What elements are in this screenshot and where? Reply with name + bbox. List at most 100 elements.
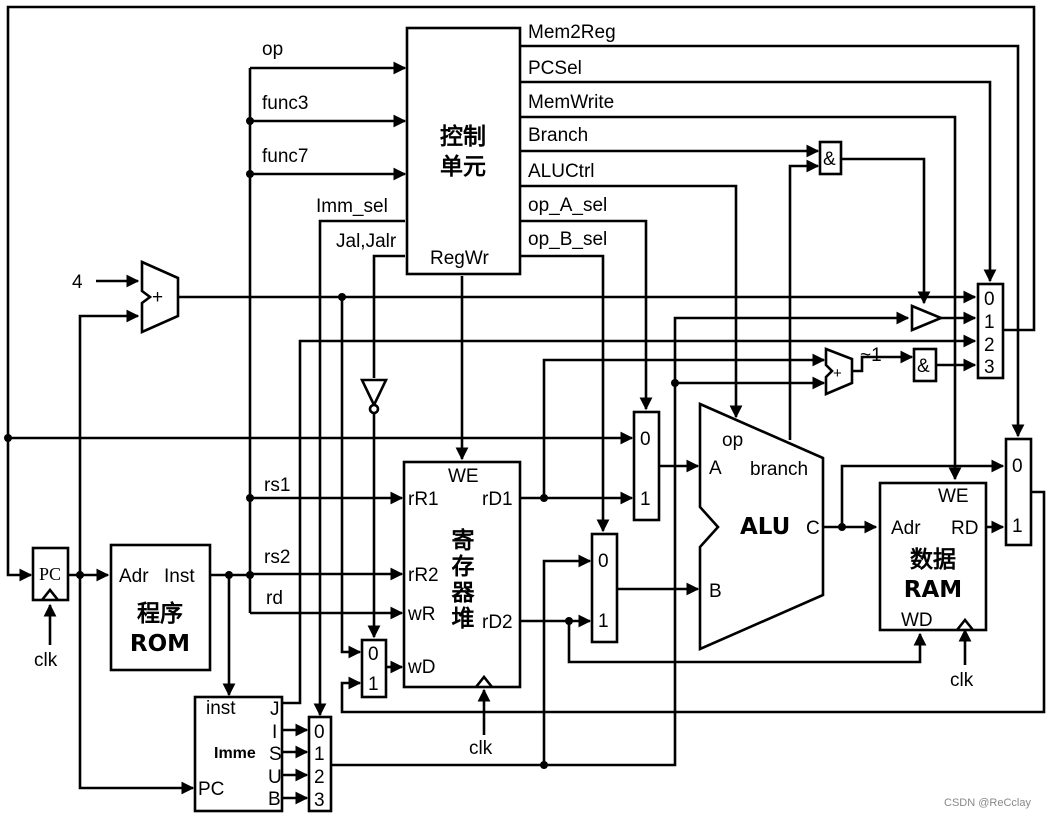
pc-sel-mux: 0 1 2 3 bbox=[976, 282, 1005, 380]
pc-to-imme-wire bbox=[78, 575, 195, 795]
imm-out-wire bbox=[331, 554, 592, 767]
jalr-and-gate: & bbox=[912, 347, 938, 383]
not1-label: ~1 bbox=[860, 345, 882, 366]
imme-title: Imme bbox=[214, 745, 256, 762]
jalr-add-out-wire bbox=[852, 350, 914, 373]
rf-rd1-label: rD1 bbox=[482, 489, 513, 510]
alu-a-label: A bbox=[709, 458, 722, 479]
control-output-labels: Mem2Reg PCSel MemWrite Branch ALUCtrl op… bbox=[262, 22, 616, 609]
jal-jalr-label: Jal,Jalr bbox=[336, 231, 397, 252]
mux-label: 0 bbox=[368, 644, 379, 665]
mux-label: 2 bbox=[984, 335, 995, 356]
jal-target-wire bbox=[282, 334, 977, 705]
program-rom: Adr Inst 程序 ROM bbox=[109, 543, 212, 672]
rom-adr-label: Adr bbox=[119, 566, 149, 587]
junction-dots bbox=[4, 117, 846, 769]
control-unit: 控制 单元 RegWr bbox=[405, 26, 522, 276]
imme-b-label: B bbox=[268, 789, 281, 810]
rf-title-4: 堆 bbox=[452, 606, 475, 632]
ram-wd-label: WD bbox=[901, 610, 933, 631]
control-unit-title-2: 单元 bbox=[440, 154, 486, 180]
control-unit-title-1: 控制 bbox=[440, 123, 486, 150]
memwrite-label: MemWrite bbox=[528, 92, 614, 113]
rs1-label: rs1 bbox=[264, 475, 290, 496]
ram-clk-label: clk bbox=[950, 670, 974, 691]
mem2reg-label: Mem2Reg bbox=[528, 22, 616, 43]
branch-and-gate: & bbox=[818, 140, 843, 176]
mux-label: 1 bbox=[598, 611, 609, 632]
ram-title-1: 数据 bbox=[910, 547, 956, 573]
rf-title-2: 存 bbox=[452, 553, 475, 580]
alu-b-label: B bbox=[709, 581, 722, 602]
imme-j-label: J bbox=[270, 699, 280, 720]
rf-we-label: WE bbox=[448, 466, 479, 487]
branch-buffer bbox=[910, 304, 945, 332]
mem2reg-wire bbox=[520, 44, 1025, 438]
func7-label: func7 bbox=[262, 146, 308, 167]
rf-rd2-label: rD2 bbox=[482, 612, 513, 633]
memwrite-wire bbox=[520, 115, 962, 481]
imme-inst-label: inst bbox=[206, 698, 236, 719]
pc-label: PC bbox=[39, 564, 61, 584]
mux-label: 2 bbox=[314, 767, 325, 788]
mux-label: 3 bbox=[314, 790, 325, 811]
mux-label: 0 bbox=[314, 722, 325, 743]
wd-mux: 0 1 bbox=[360, 638, 388, 699]
and-symbol: & bbox=[823, 149, 836, 170]
op-a-sel-wire bbox=[520, 219, 653, 411]
rd-label: rd bbox=[266, 588, 283, 609]
imme-u-label: U bbox=[268, 767, 282, 788]
op-a-sel-label: op_A_sel bbox=[528, 195, 607, 216]
jal-jalr-wire bbox=[372, 254, 405, 378]
alu-title: ALU bbox=[740, 514, 790, 540]
alu-a-mux: 0 1 bbox=[632, 410, 661, 522]
const-4-label: 4 bbox=[72, 272, 83, 293]
alu-c-to-mem2reg-mux bbox=[840, 459, 1005, 527]
alu-branch-label: branch bbox=[750, 459, 808, 480]
writeback-wire bbox=[340, 490, 1046, 714]
imm-sel-wire bbox=[313, 219, 405, 717]
rd1-to-adder-wire bbox=[542, 353, 826, 498]
rf-title-3: 器 bbox=[451, 580, 476, 606]
imme-pc-label: PC bbox=[198, 779, 224, 800]
ram-adr-label: Adr bbox=[891, 518, 921, 539]
mux-label: 1 bbox=[368, 674, 379, 695]
alu-op-label: op bbox=[722, 430, 743, 451]
mux-label: 1 bbox=[314, 744, 325, 765]
and-to-buffer-wire bbox=[841, 157, 931, 305]
imm-sel-mux: 0 1 2 3 bbox=[307, 715, 333, 813]
imm-to-pcmux-wire bbox=[673, 311, 910, 383]
alu-c-label: C bbox=[806, 518, 820, 539]
imme-i-label: I bbox=[272, 722, 277, 743]
jalr-adder-plus: + bbox=[833, 365, 842, 382]
watermark: CSDN @ReCclay bbox=[944, 797, 1031, 809]
pc-register: PC clk bbox=[31, 546, 70, 671]
mux-label: 1 bbox=[984, 312, 995, 333]
alu-b-mux: 0 1 bbox=[590, 532, 619, 644]
mux-label: 0 bbox=[1012, 456, 1023, 477]
branch-label: Branch bbox=[528, 125, 588, 146]
func3-label: func3 bbox=[262, 93, 308, 114]
wires bbox=[6, 5, 1046, 805]
mux-label: 1 bbox=[640, 489, 651, 510]
register-file: WE rR1 rR2 wR wD rD1 rD2 寄 存 器 堆 clk bbox=[402, 460, 522, 759]
rf-title-1: 寄 bbox=[452, 527, 475, 554]
and-symbol: & bbox=[917, 356, 930, 377]
rf-rr2-label: rR2 bbox=[408, 565, 439, 586]
imm-to-adder-wire bbox=[544, 376, 826, 767]
pc-to-adder-wire bbox=[78, 309, 140, 575]
jal-inverter bbox=[359, 378, 389, 415]
data-ram: WE Adr RD WD 数据 RAM clk bbox=[878, 481, 988, 691]
pc-clk-label: clk bbox=[34, 650, 58, 671]
op-label: op bbox=[262, 39, 283, 60]
rs2-label: rs2 bbox=[264, 547, 290, 568]
pc-plus4-to-wd-mux bbox=[340, 297, 362, 659]
pcsel-label: PCSel bbox=[528, 58, 582, 79]
alu-branch-wire bbox=[788, 159, 820, 440]
mux-label: 0 bbox=[598, 551, 609, 572]
rom-title-1: 程序 bbox=[137, 600, 183, 627]
rf-wr-label: wR bbox=[407, 604, 435, 625]
next-pc-wire bbox=[6, 5, 1036, 582]
mux-label: 1 bbox=[1012, 516, 1023, 537]
